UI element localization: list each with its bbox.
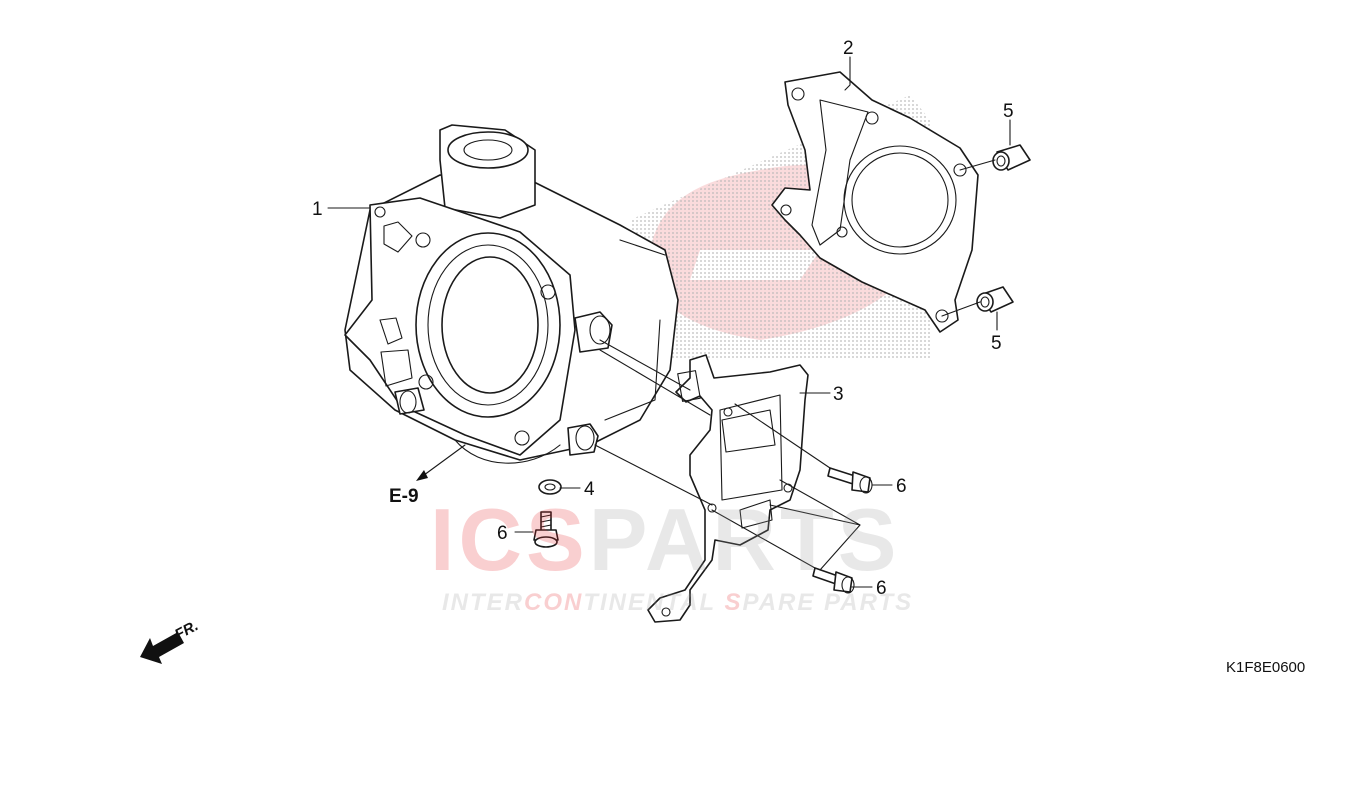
watermark-tagline: INTERCONTINENTAL SPARE PARTS xyxy=(442,589,913,616)
dowel-pin-lower xyxy=(976,286,1014,313)
watermark-tagline-part-4: S xyxy=(724,589,742,616)
gasket-part xyxy=(771,71,979,333)
bolt-upper-right xyxy=(827,467,873,494)
dowel-pin-upper xyxy=(992,144,1031,171)
callout-6-upper: 6 xyxy=(896,476,907,497)
bolt-left xyxy=(533,511,559,548)
drawing-code: K1F8E0600 xyxy=(1226,659,1305,676)
callout-5-upper: 5 xyxy=(1003,101,1014,122)
callout-1: 1 xyxy=(312,199,323,220)
callout-2: 2 xyxy=(843,38,854,59)
assembly-lines xyxy=(594,159,996,571)
washer-part xyxy=(538,479,562,495)
watermark-brand-gray: PARTS xyxy=(589,490,901,589)
watermark-tagline-part-5: PARE PARTS xyxy=(742,589,913,616)
callout-5-lower: 5 xyxy=(991,333,1002,354)
callout-leaders xyxy=(327,56,1011,588)
callout-4: 4 xyxy=(584,479,595,500)
reference-label: E-9 xyxy=(389,486,419,507)
watermark-brand-red: ICS xyxy=(430,490,589,589)
watermark-tagline-part-3: TINENTAL xyxy=(583,589,724,616)
bolt-lower-right xyxy=(812,567,855,594)
cylinder-part xyxy=(344,124,679,464)
callout-6-lower: 6 xyxy=(876,578,887,599)
watermark-tagline-part-1: INTER xyxy=(442,589,524,616)
watermark-tagline-part-2: CON xyxy=(524,589,583,616)
reference-arrow xyxy=(416,444,466,481)
front-direction-arrow xyxy=(140,632,184,664)
ics-parts-watermark: ICSPARTS INTERCONTINENTAL SPARE PARTS xyxy=(430,490,913,616)
callout-3: 3 xyxy=(833,384,844,405)
callout-6-left: 6 xyxy=(497,523,508,544)
bracket-part xyxy=(647,354,809,623)
watermark-brand: ICSPARTS xyxy=(430,490,900,589)
